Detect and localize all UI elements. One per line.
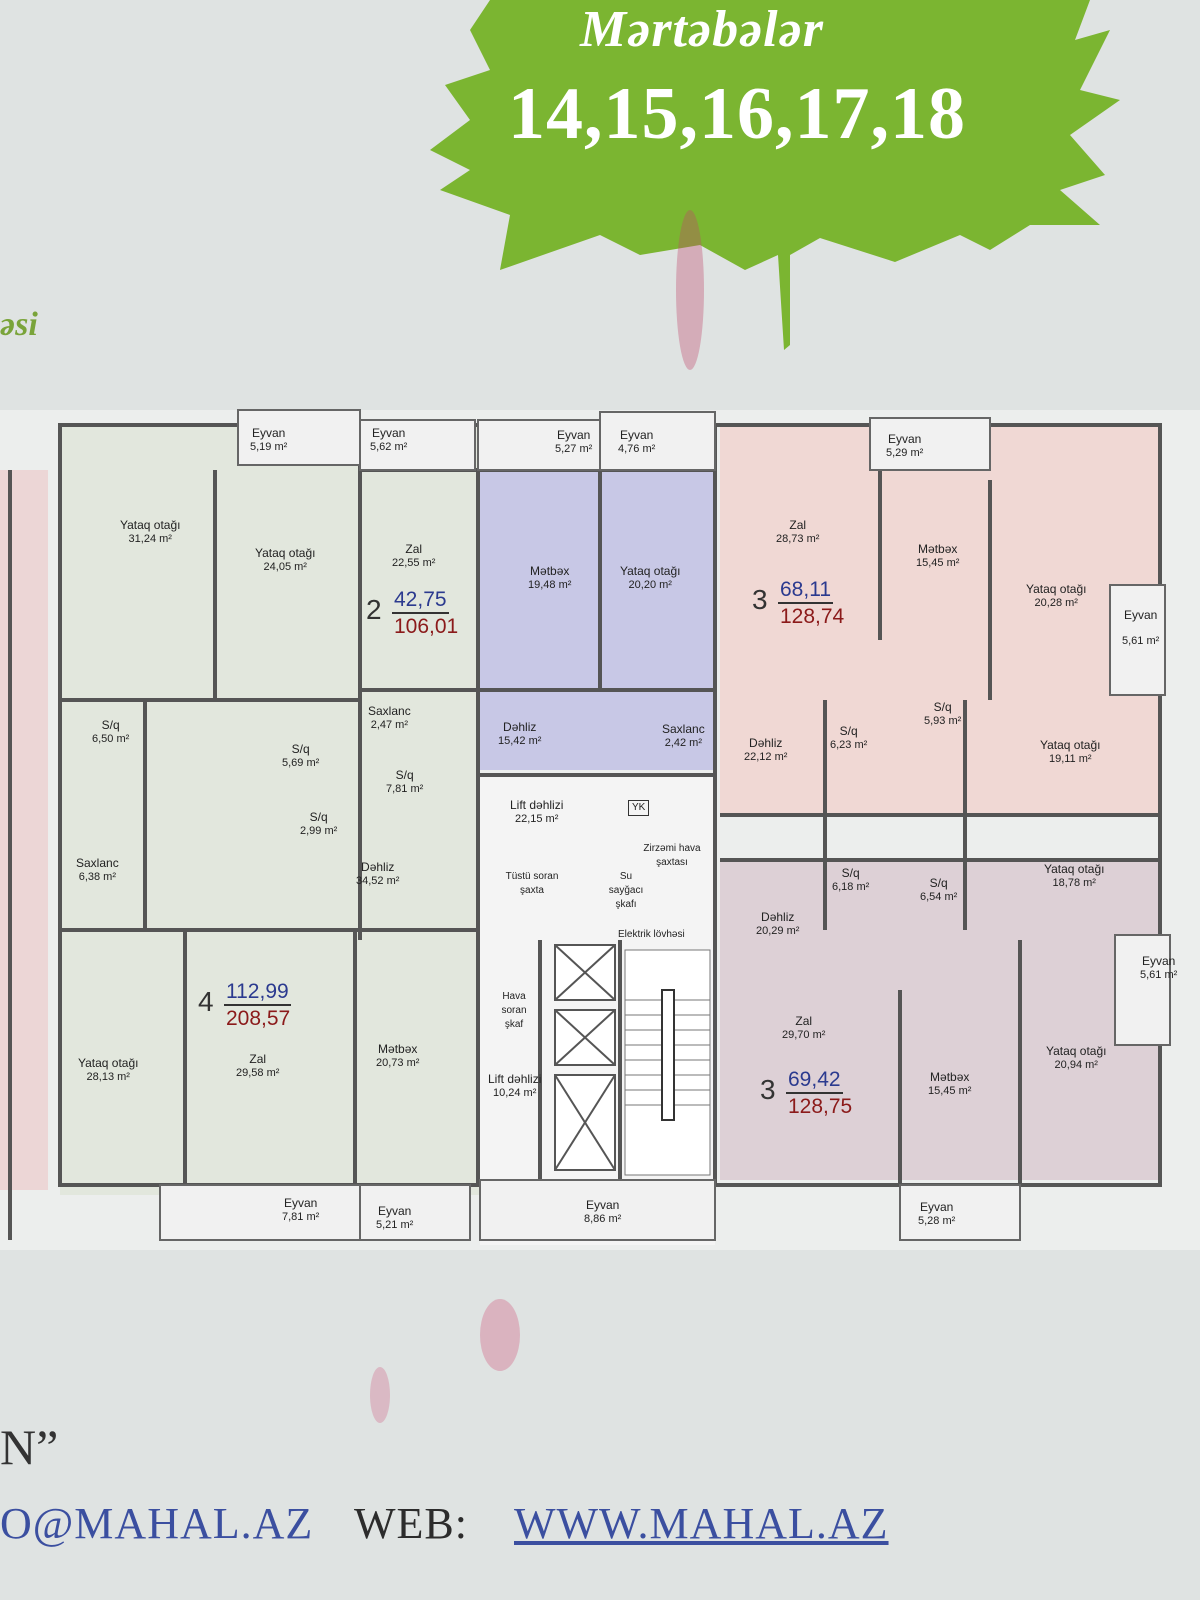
stain — [676, 210, 704, 370]
room-label: Zirzəmi hava şaxtası — [643, 843, 701, 868]
room-label: Hava soran şkaf — [501, 991, 527, 1030]
room-label: Su sayğacı şkafı — [608, 871, 644, 910]
left-edge-zone — [0, 470, 48, 1190]
apt3-top-total-area: 128,74 — [780, 605, 845, 628]
apt3-top-zone — [720, 425, 1160, 815]
apt3-top-rooms: 3 — [752, 584, 768, 615]
staircase — [624, 949, 711, 1176]
stain — [370, 1367, 390, 1423]
apt2-living-area: 42,75 — [392, 588, 449, 614]
apt3-bottom-rooms: 3 — [760, 1074, 776, 1105]
room-label: Elektrik lövhəsi — [618, 929, 685, 940]
apt4-rooms: 4 — [198, 986, 214, 1017]
apt4-total-area: 208,57 — [226, 1007, 291, 1030]
web-link[interactable]: WWW.MAHAL.AZ — [514, 1499, 889, 1548]
lift-shafts — [554, 944, 616, 1171]
web-label: WEB: — [354, 1499, 468, 1548]
floors-list: 14,15,16,17,18 — [508, 73, 966, 155]
balconies — [159, 409, 1171, 1241]
apt2-total-area: 106,01 — [394, 615, 459, 638]
apt2-rooms: 2 — [366, 594, 382, 625]
apt3-bottom-zone — [720, 860, 1160, 1180]
email-link[interactable]: O@MAHAL.AZ — [0, 1499, 314, 1548]
apt4-zone — [60, 425, 480, 1195]
room-label: YK — [628, 800, 650, 816]
side-text-fragment: əsi — [0, 306, 38, 343]
quote-fragment: N” — [0, 1419, 59, 1475]
stain — [480, 1299, 520, 1371]
apt3-top-living-area: 68,11 — [778, 578, 833, 604]
apt4-living-area: 112,99 — [224, 980, 291, 1006]
walls — [8, 420, 1162, 1240]
apt3-bottom-total-area: 128,75 — [788, 1095, 853, 1118]
room-label: Tüstü soran şaxta — [505, 871, 559, 896]
leaf-shape — [430, 0, 1120, 350]
apt3-bottom-living-area: 69,42 — [786, 1068, 843, 1094]
floors-title: Mərtəbələr — [580, 1, 824, 58]
